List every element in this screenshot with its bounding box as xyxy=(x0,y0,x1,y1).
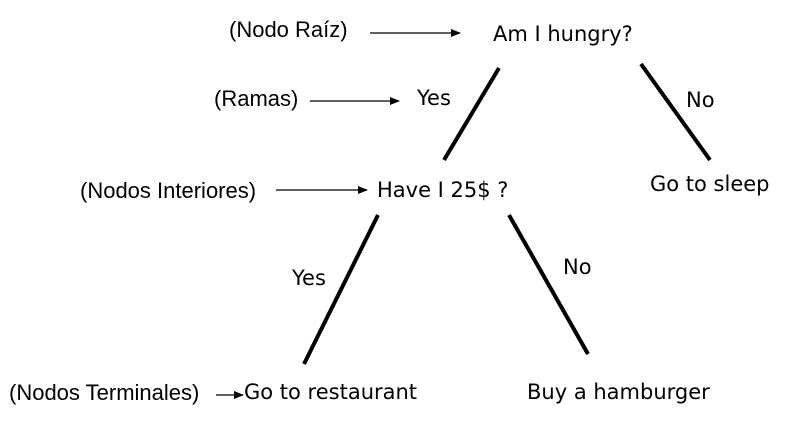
annotation-root-node: (Nodo Raíz) xyxy=(229,17,348,42)
label-interior-yes: Yes xyxy=(292,266,326,290)
branch-root-yes xyxy=(442,66,501,162)
annotation-terminal-nodes: (Nodos Terminales) xyxy=(9,380,200,405)
annotation-interior-nodes: (Nodos Interiores) xyxy=(80,178,257,203)
leaf-restaurant: Go to restaurant xyxy=(244,380,418,404)
branch-interior-yes xyxy=(302,214,380,365)
interior-node: Have I 25$ ? xyxy=(377,178,509,202)
leaf-sleep: Go to sleep xyxy=(650,172,770,196)
label-interior-no: No xyxy=(563,255,592,279)
branch-root-no xyxy=(639,62,712,162)
label-root-yes: Yes xyxy=(417,86,451,110)
leaf-hamburger: Buy a hamburger xyxy=(527,380,710,404)
label-root-no: No xyxy=(686,88,715,112)
root-node: Am I hungry? xyxy=(493,22,633,46)
annotation-branches: (Ramas) xyxy=(214,86,299,111)
branch-interior-no xyxy=(507,214,590,355)
